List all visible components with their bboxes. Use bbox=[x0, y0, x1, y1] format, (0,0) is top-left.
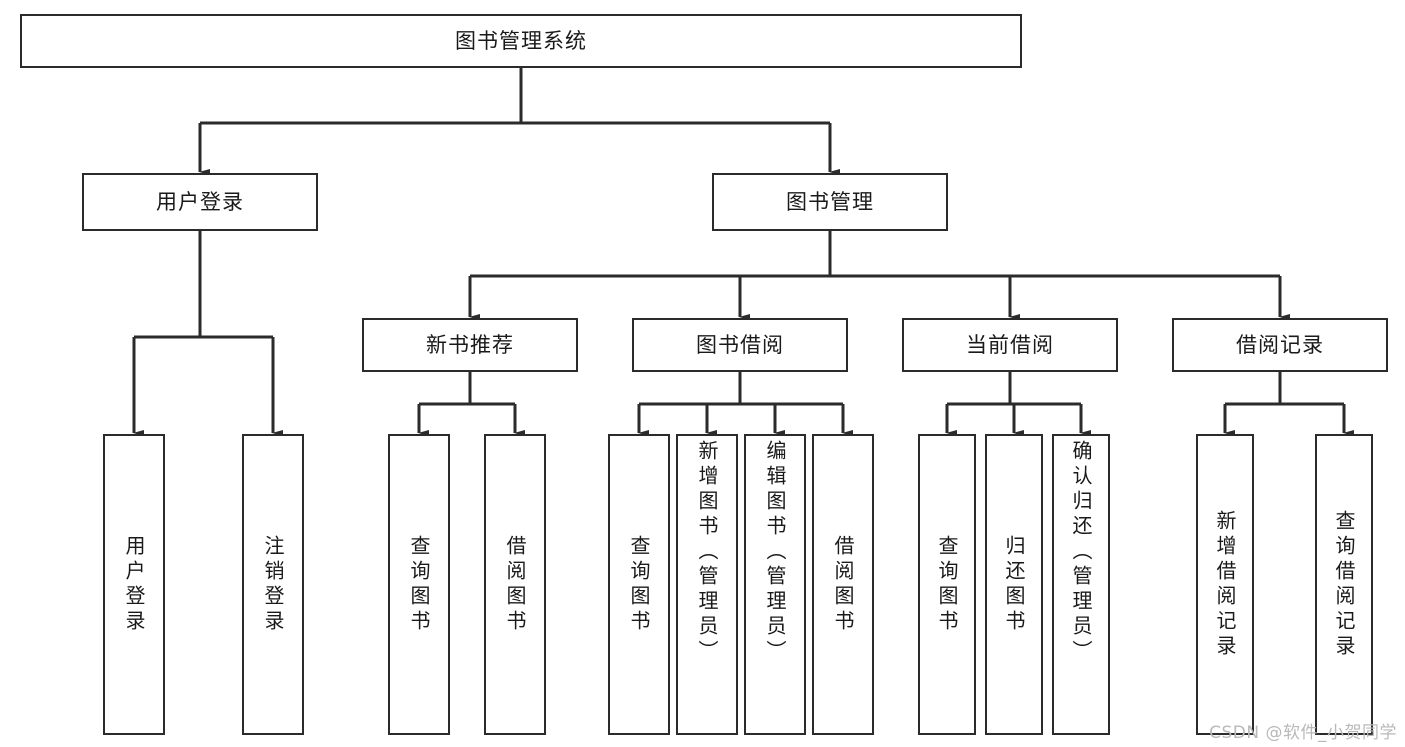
node-label-leaf-borrow-book-new: 借阅图书 bbox=[503, 534, 527, 635]
node-book-borrow[interactable]: 图书借阅 bbox=[632, 318, 848, 372]
node-label-leaf-borrow-book: 借阅图书 bbox=[831, 534, 855, 635]
node-current-borrow[interactable]: 当前借阅 bbox=[902, 318, 1118, 372]
node-label-leaf-return-book: 归还图书 bbox=[1002, 534, 1026, 635]
node-label-leaf-query-book-new: 查询图书 bbox=[407, 534, 431, 635]
node-leaf-query-book-new[interactable]: 查询图书 bbox=[388, 434, 450, 735]
node-root[interactable]: 图书管理系统 bbox=[20, 14, 1022, 68]
node-leaf-user-login[interactable]: 用户登录 bbox=[103, 434, 165, 735]
node-label-leaf-query-book-borrow: 查询图书 bbox=[627, 534, 651, 635]
node-leaf-borrow-book-new[interactable]: 借阅图书 bbox=[484, 434, 546, 735]
node-label-leaf-query-borrow-record: 查询借阅记录 bbox=[1332, 509, 1356, 660]
node-leaf-query-book-borrow[interactable]: 查询图书 bbox=[608, 434, 670, 735]
node-leaf-add-borrow-record[interactable]: 新增借阅记录 bbox=[1196, 434, 1254, 735]
node-leaf-return-book[interactable]: 归还图书 bbox=[985, 434, 1043, 735]
node-label-leaf-add-borrow-record: 新增借阅记录 bbox=[1213, 509, 1237, 660]
node-user-login[interactable]: 用户登录 bbox=[82, 173, 318, 231]
node-label-book-management: 图书管理 bbox=[786, 189, 874, 214]
node-leaf-query-book-current[interactable]: 查询图书 bbox=[918, 434, 976, 735]
node-label-new-book-recommend: 新书推荐 bbox=[426, 332, 514, 357]
node-label-leaf-add-book-admin: 新增图书（管理员） bbox=[695, 440, 719, 665]
node-leaf-borrow-book[interactable]: 借阅图书 bbox=[812, 434, 874, 735]
node-label-leaf-logout: 注销登录 bbox=[261, 534, 285, 635]
csdn-watermark: CSDN @软件_小贺同学 bbox=[1209, 723, 1397, 743]
node-book-management[interactable]: 图书管理 bbox=[712, 173, 948, 231]
node-label-current-borrow: 当前借阅 bbox=[966, 332, 1054, 357]
node-new-book-recommend[interactable]: 新书推荐 bbox=[362, 318, 578, 372]
node-leaf-add-book-admin[interactable]: 新增图书（管理员） bbox=[676, 434, 738, 735]
node-label-root: 图书管理系统 bbox=[455, 28, 587, 53]
node-label-leaf-user-login: 用户登录 bbox=[122, 534, 146, 635]
node-leaf-confirm-return-admin[interactable]: 确认归还（管理员） bbox=[1052, 434, 1110, 735]
node-leaf-query-borrow-record[interactable]: 查询借阅记录 bbox=[1315, 434, 1373, 735]
node-label-leaf-confirm-return-admin: 确认归还（管理员） bbox=[1069, 440, 1093, 665]
node-label-leaf-edit-book-admin: 编辑图书（管理员） bbox=[763, 440, 787, 665]
node-label-borrow-record: 借阅记录 bbox=[1236, 332, 1324, 357]
node-borrow-record[interactable]: 借阅记录 bbox=[1172, 318, 1388, 372]
node-label-user-login: 用户登录 bbox=[156, 189, 244, 214]
node-label-book-borrow: 图书借阅 bbox=[696, 332, 784, 357]
node-leaf-logout[interactable]: 注销登录 bbox=[242, 434, 304, 735]
node-leaf-edit-book-admin[interactable]: 编辑图书（管理员） bbox=[744, 434, 806, 735]
node-label-leaf-query-book-current: 查询图书 bbox=[935, 534, 959, 635]
